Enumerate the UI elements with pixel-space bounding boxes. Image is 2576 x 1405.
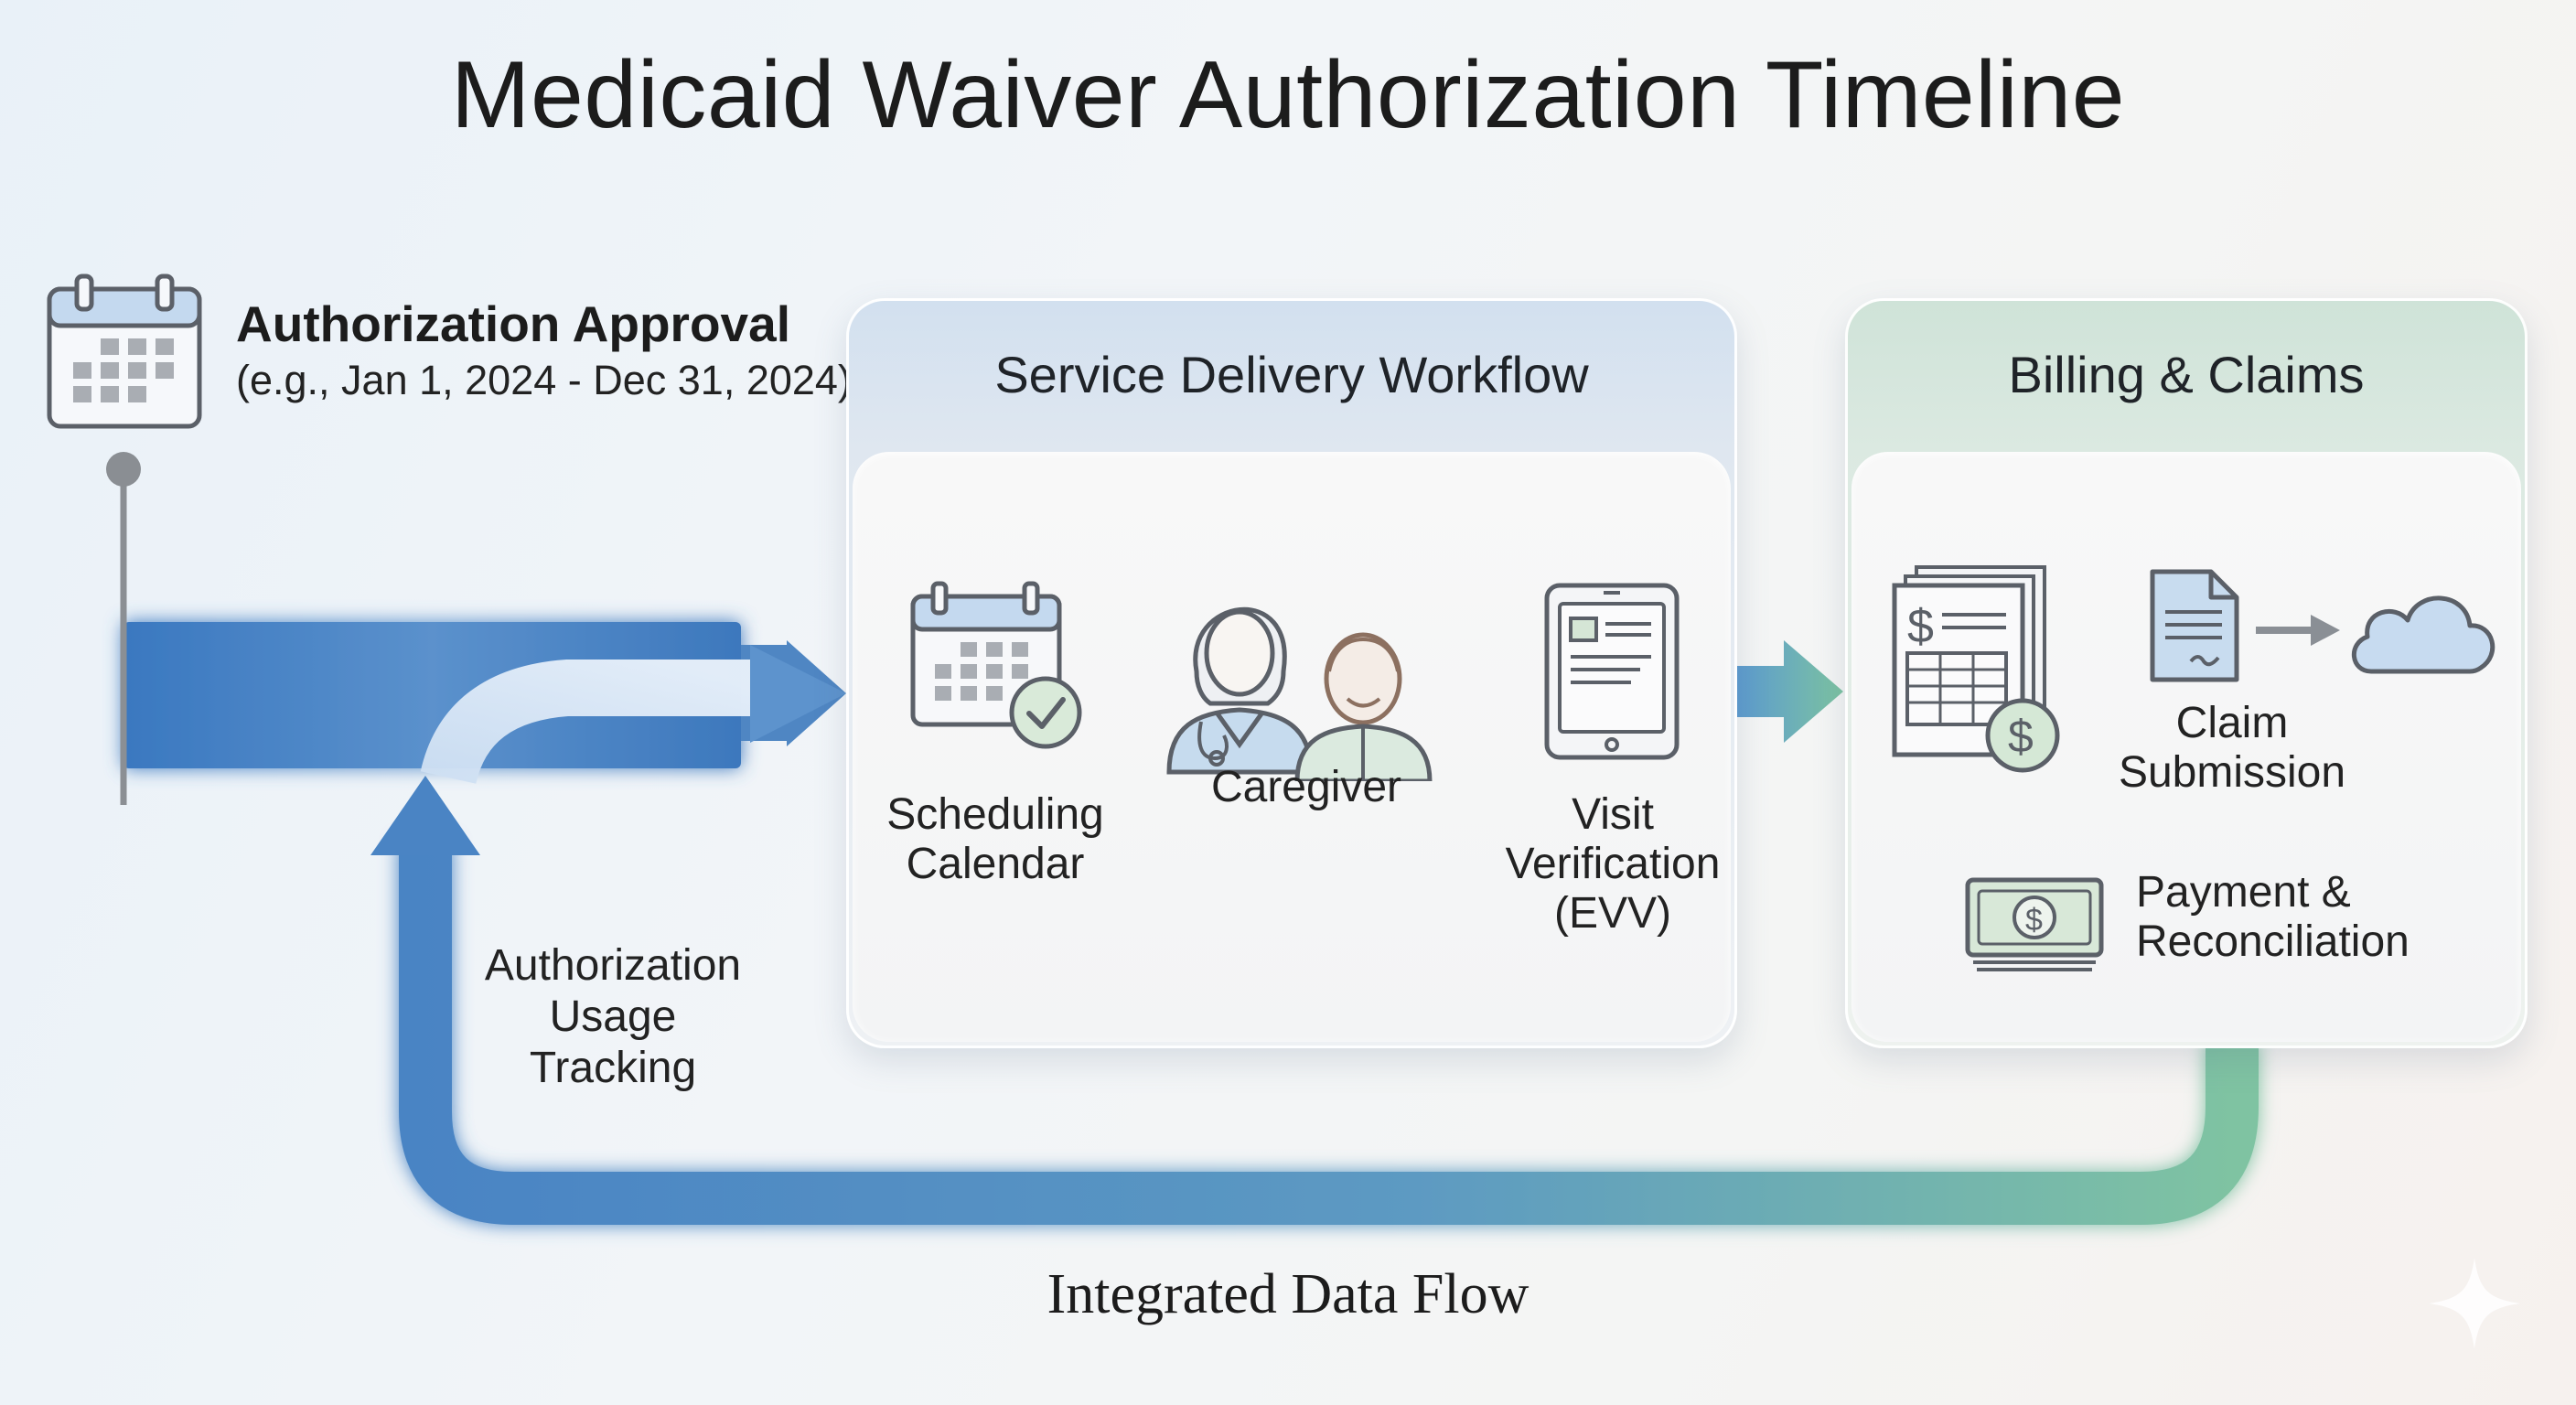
calendar-icon (47, 273, 202, 429)
svg-text:$: $ (2008, 711, 2034, 762)
usage-label-line1: Authorization (484, 941, 742, 990)
scheduling-label-line2: Calendar (906, 840, 1085, 888)
arrow-right-icon (2256, 615, 2340, 646)
billing-claims-panel: Billing & Claims $ $ Claim Submissi (1845, 298, 2528, 1048)
diagram-title: Medicaid Waiver Authorization Timeline (450, 42, 2126, 148)
service-delivery-panel: Service Delivery Workflow Scheduling Cal… (846, 298, 1737, 1048)
claim-label-line2: Submission (2118, 748, 2346, 797)
panel-connector-arrow (1736, 640, 1843, 743)
payment-label-line2: Reconciliation (2136, 917, 2410, 966)
visit-label-line3: (EVV) (1553, 889, 1671, 938)
usage-tracking-label: Authorization Usage Tracking (462, 940, 764, 1094)
feedback-loop (399, 842, 2259, 1225)
usage-curve-arrow (750, 645, 846, 743)
payment-reconciliation-label: Payment & Reconciliation (2136, 868, 2465, 967)
document-icon (2150, 569, 2239, 682)
authorization-approval-dates: (e.g., Jan 1, 2024 - Dec 31, 2024) (236, 357, 852, 403)
claim-submission-label: Claim Submission (2067, 699, 2397, 798)
tablet-icon (1544, 583, 1680, 760)
caregiver-icon (1166, 607, 1433, 781)
cash-icon: $ (1965, 877, 2104, 971)
caregiver-label: Caregiver (1210, 763, 1402, 811)
usage-curve (420, 660, 759, 785)
claim-label-line1: Claim (2175, 699, 2289, 747)
integrated-data-flow-label: Integrated Data Flow (1046, 1263, 1530, 1325)
calendar-check-icon (910, 581, 1082, 749)
svg-text:$: $ (2025, 903, 2043, 938)
cloud-icon (2351, 595, 2496, 674)
authorization-approval-title: Authorization Approval (236, 295, 790, 352)
visit-label-line1: Visit (1572, 790, 1654, 839)
sparkle-icon (2429, 1258, 2520, 1349)
timeline-bar (123, 622, 741, 768)
svg-text:$: $ (1907, 600, 1934, 653)
timeline-pole-knob (106, 452, 141, 487)
scheduling-calendar-label: Scheduling Calendar (867, 790, 1123, 889)
visit-label-line2: Verification (1505, 840, 1721, 888)
invoice-icon: $ $ (1892, 565, 2060, 773)
visit-verification-label: Visit Verification (EVV) (1480, 790, 1734, 938)
usage-label-line2: Usage Tracking (529, 992, 697, 1092)
scheduling-label-line1: Scheduling (886, 790, 1104, 839)
service-panel-title: Service Delivery Workflow (994, 345, 1589, 403)
payment-label-line1: Payment & (2136, 868, 2351, 917)
loop-arrow-head (370, 776, 480, 855)
billing-panel-title: Billing & Claims (2008, 345, 2365, 403)
